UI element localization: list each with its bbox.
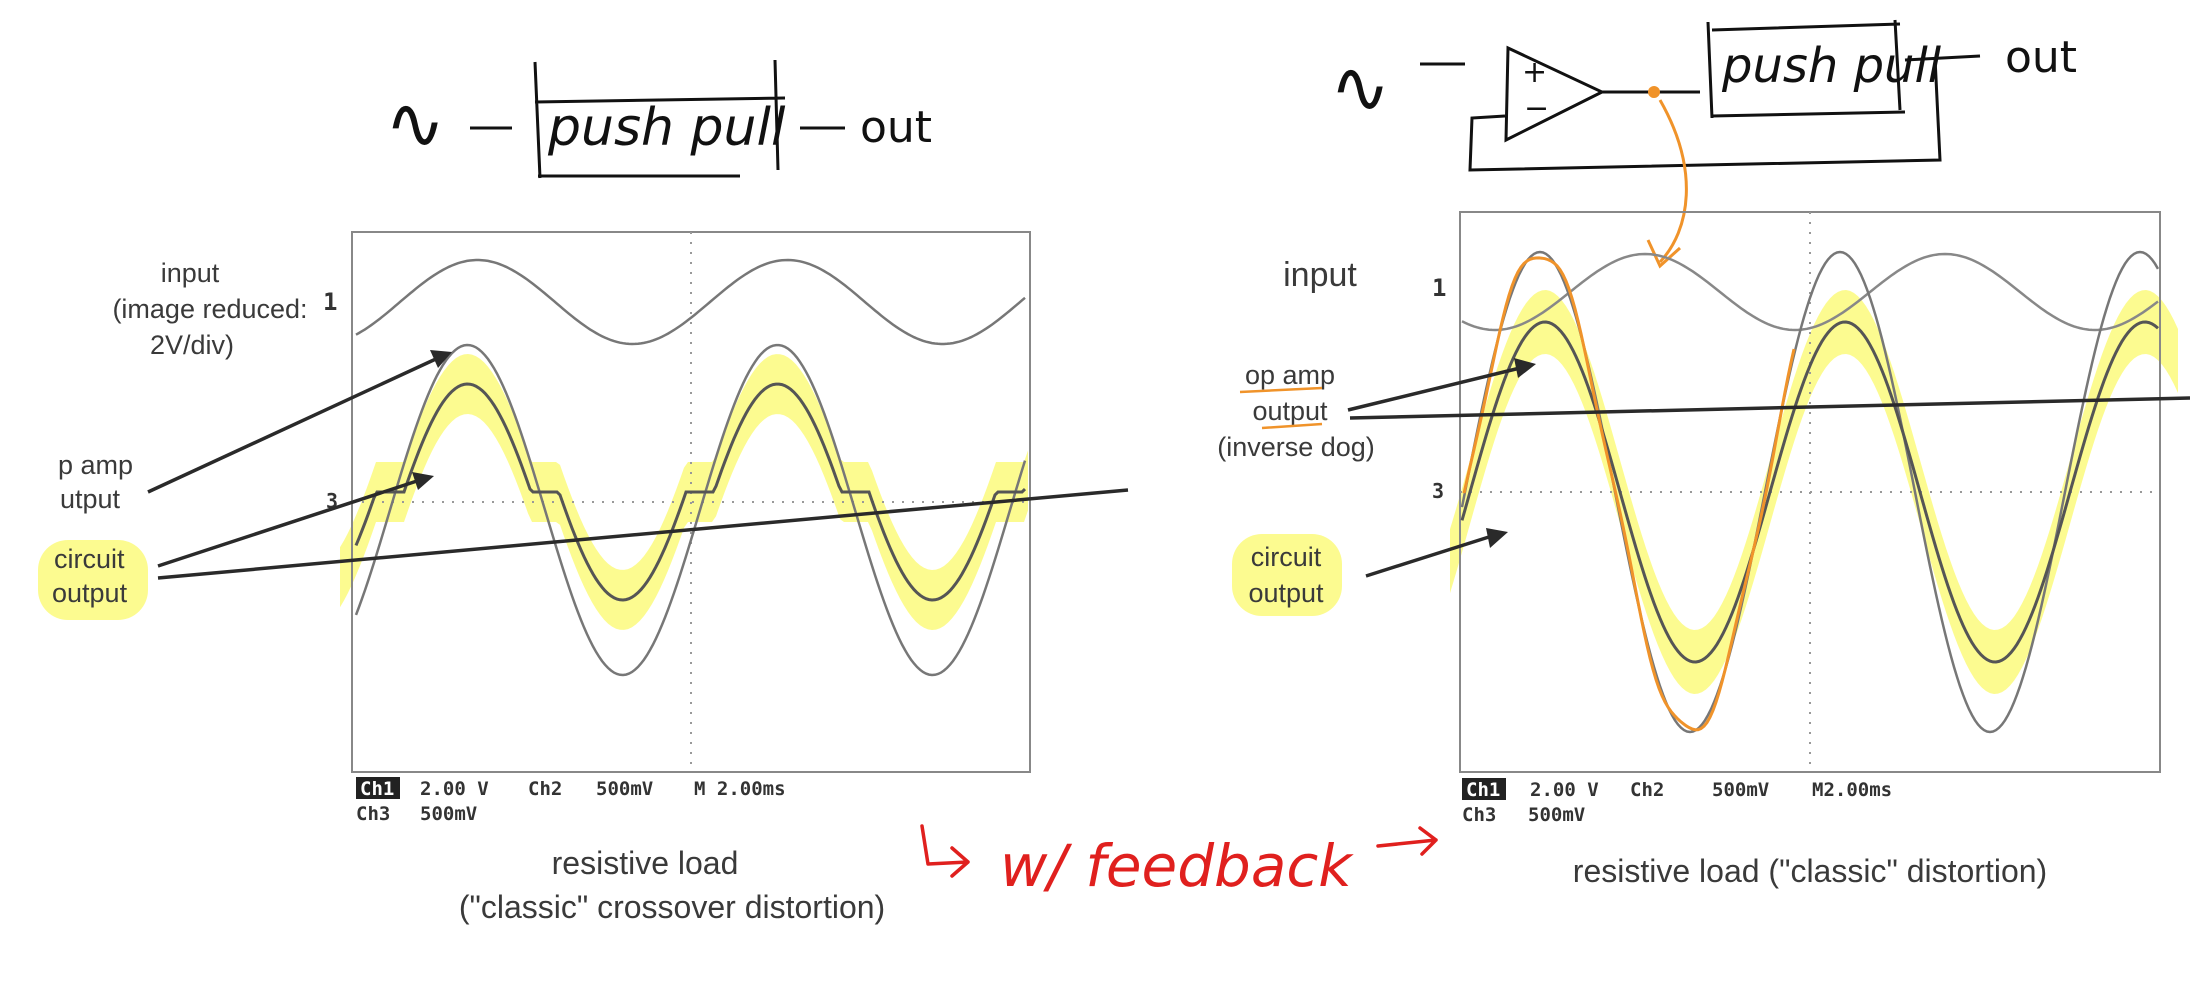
circuit-label-highlight xyxy=(38,540,148,620)
out-label: out xyxy=(860,102,932,153)
hook-arrow-icon xyxy=(920,824,970,878)
caption-right: resistive load ("classic" distortion) xyxy=(1573,853,2047,889)
scope-readout: Ch1 2.00 V Ch2 500mV M 2.00ms Ch3 500mV xyxy=(356,777,786,825)
ch2-tag-right: Ch2 xyxy=(1630,779,1664,801)
ch1-tag: Ch1 xyxy=(360,778,394,800)
input-label-right: input xyxy=(1283,256,1357,294)
out-label-right: out xyxy=(2005,32,2077,83)
input-trace xyxy=(355,258,1026,346)
input-note-line1: (image reduced: xyxy=(112,294,307,324)
pushpull-label-right: push pull xyxy=(1721,38,1942,94)
ch2-scale-right: 500mV xyxy=(1712,779,1769,801)
time-scale: M 2.00ms xyxy=(694,778,786,800)
ch1-scale-right: 2.00 V xyxy=(1530,779,1599,801)
ch2-scale: 500mV xyxy=(596,778,653,800)
opamp-triangle-icon xyxy=(1504,45,1606,143)
orange-trace-sketch xyxy=(1462,256,1796,732)
feedback-note: w/ feedback xyxy=(920,824,1438,900)
ch3-scale: 500mV xyxy=(420,803,477,825)
opamp-plus: + xyxy=(1522,55,1547,90)
scope-readout-right: Ch1 2.00 V Ch2 500mV M2.00ms Ch3 500mV xyxy=(1462,778,1892,826)
ch3-marker-right: 3 xyxy=(1432,479,1444,503)
time-scale-right: M2.00ms xyxy=(1812,779,1892,801)
left-sketch: ∿ push pull out xyxy=(385,59,932,179)
op-amp-output-trace xyxy=(354,343,1027,677)
sine-source-symbol: ∿ xyxy=(385,81,445,165)
opamp-label-right-1: op amp xyxy=(1245,360,1335,390)
circuit-label-right-2: output xyxy=(1248,578,1324,608)
input-note-line2: 2V/div) xyxy=(150,330,234,360)
circuit-output-highlight xyxy=(340,354,1028,630)
sine-source-symbol-right: ∿ xyxy=(1330,45,1390,129)
circuit-output-trace-right xyxy=(1460,320,2159,664)
opamp-minus: − xyxy=(1524,91,1549,126)
circuit-output-highlight-right xyxy=(1450,290,2178,694)
circuit-output-trace xyxy=(354,382,1027,602)
right-scope: 1 3 input op amp output (inverse dog) ci… xyxy=(1217,211,2190,889)
caption-line2: ("classic" crossover distortion) xyxy=(459,889,885,925)
opamp-label-line1: p amp xyxy=(58,450,133,480)
circuit-label-right-1: circuit xyxy=(1251,542,1322,572)
feedback-loop xyxy=(1468,57,1942,172)
right-sketch: ∿ + − push pull out xyxy=(1330,19,2077,269)
pushpull-block-right xyxy=(1706,19,1906,119)
opamp-label-right-2: output xyxy=(1252,396,1328,426)
ch3-tag-right: Ch3 xyxy=(1462,804,1496,826)
opamp-label-line2: utput xyxy=(60,484,121,514)
ch3-scale-right: 500mV xyxy=(1528,804,1585,826)
caption-line1: resistive load xyxy=(552,845,739,881)
input-label: input xyxy=(161,258,220,288)
circuit-label-line1: circuit xyxy=(54,544,125,574)
circuit-label-line2: output xyxy=(52,578,128,608)
circuit-label-highlight-right xyxy=(1232,534,1342,616)
ch1-tag-right: Ch1 xyxy=(1466,779,1500,801)
probe-point-icon xyxy=(1648,86,1660,98)
input-trace-right xyxy=(1461,252,2159,332)
pushpull-label: push pull xyxy=(547,98,786,158)
left-scope: 1 3 input (image reduced: 2V/div) p amp … xyxy=(38,231,1129,925)
ch3-tag: Ch3 xyxy=(356,803,390,825)
ch1-scale: 2.00 V xyxy=(420,778,489,800)
opamp-label-right-3: (inverse dog) xyxy=(1217,432,1375,462)
ch1-marker-right: 1 xyxy=(1432,274,1446,302)
right-arrow-icon xyxy=(1376,826,1438,856)
ch2-tag: Ch2 xyxy=(528,778,562,800)
pushpull-block xyxy=(533,59,786,179)
feedback-note-text: w/ feedback xyxy=(1000,832,1354,900)
ch1-marker: 1 xyxy=(323,288,337,316)
